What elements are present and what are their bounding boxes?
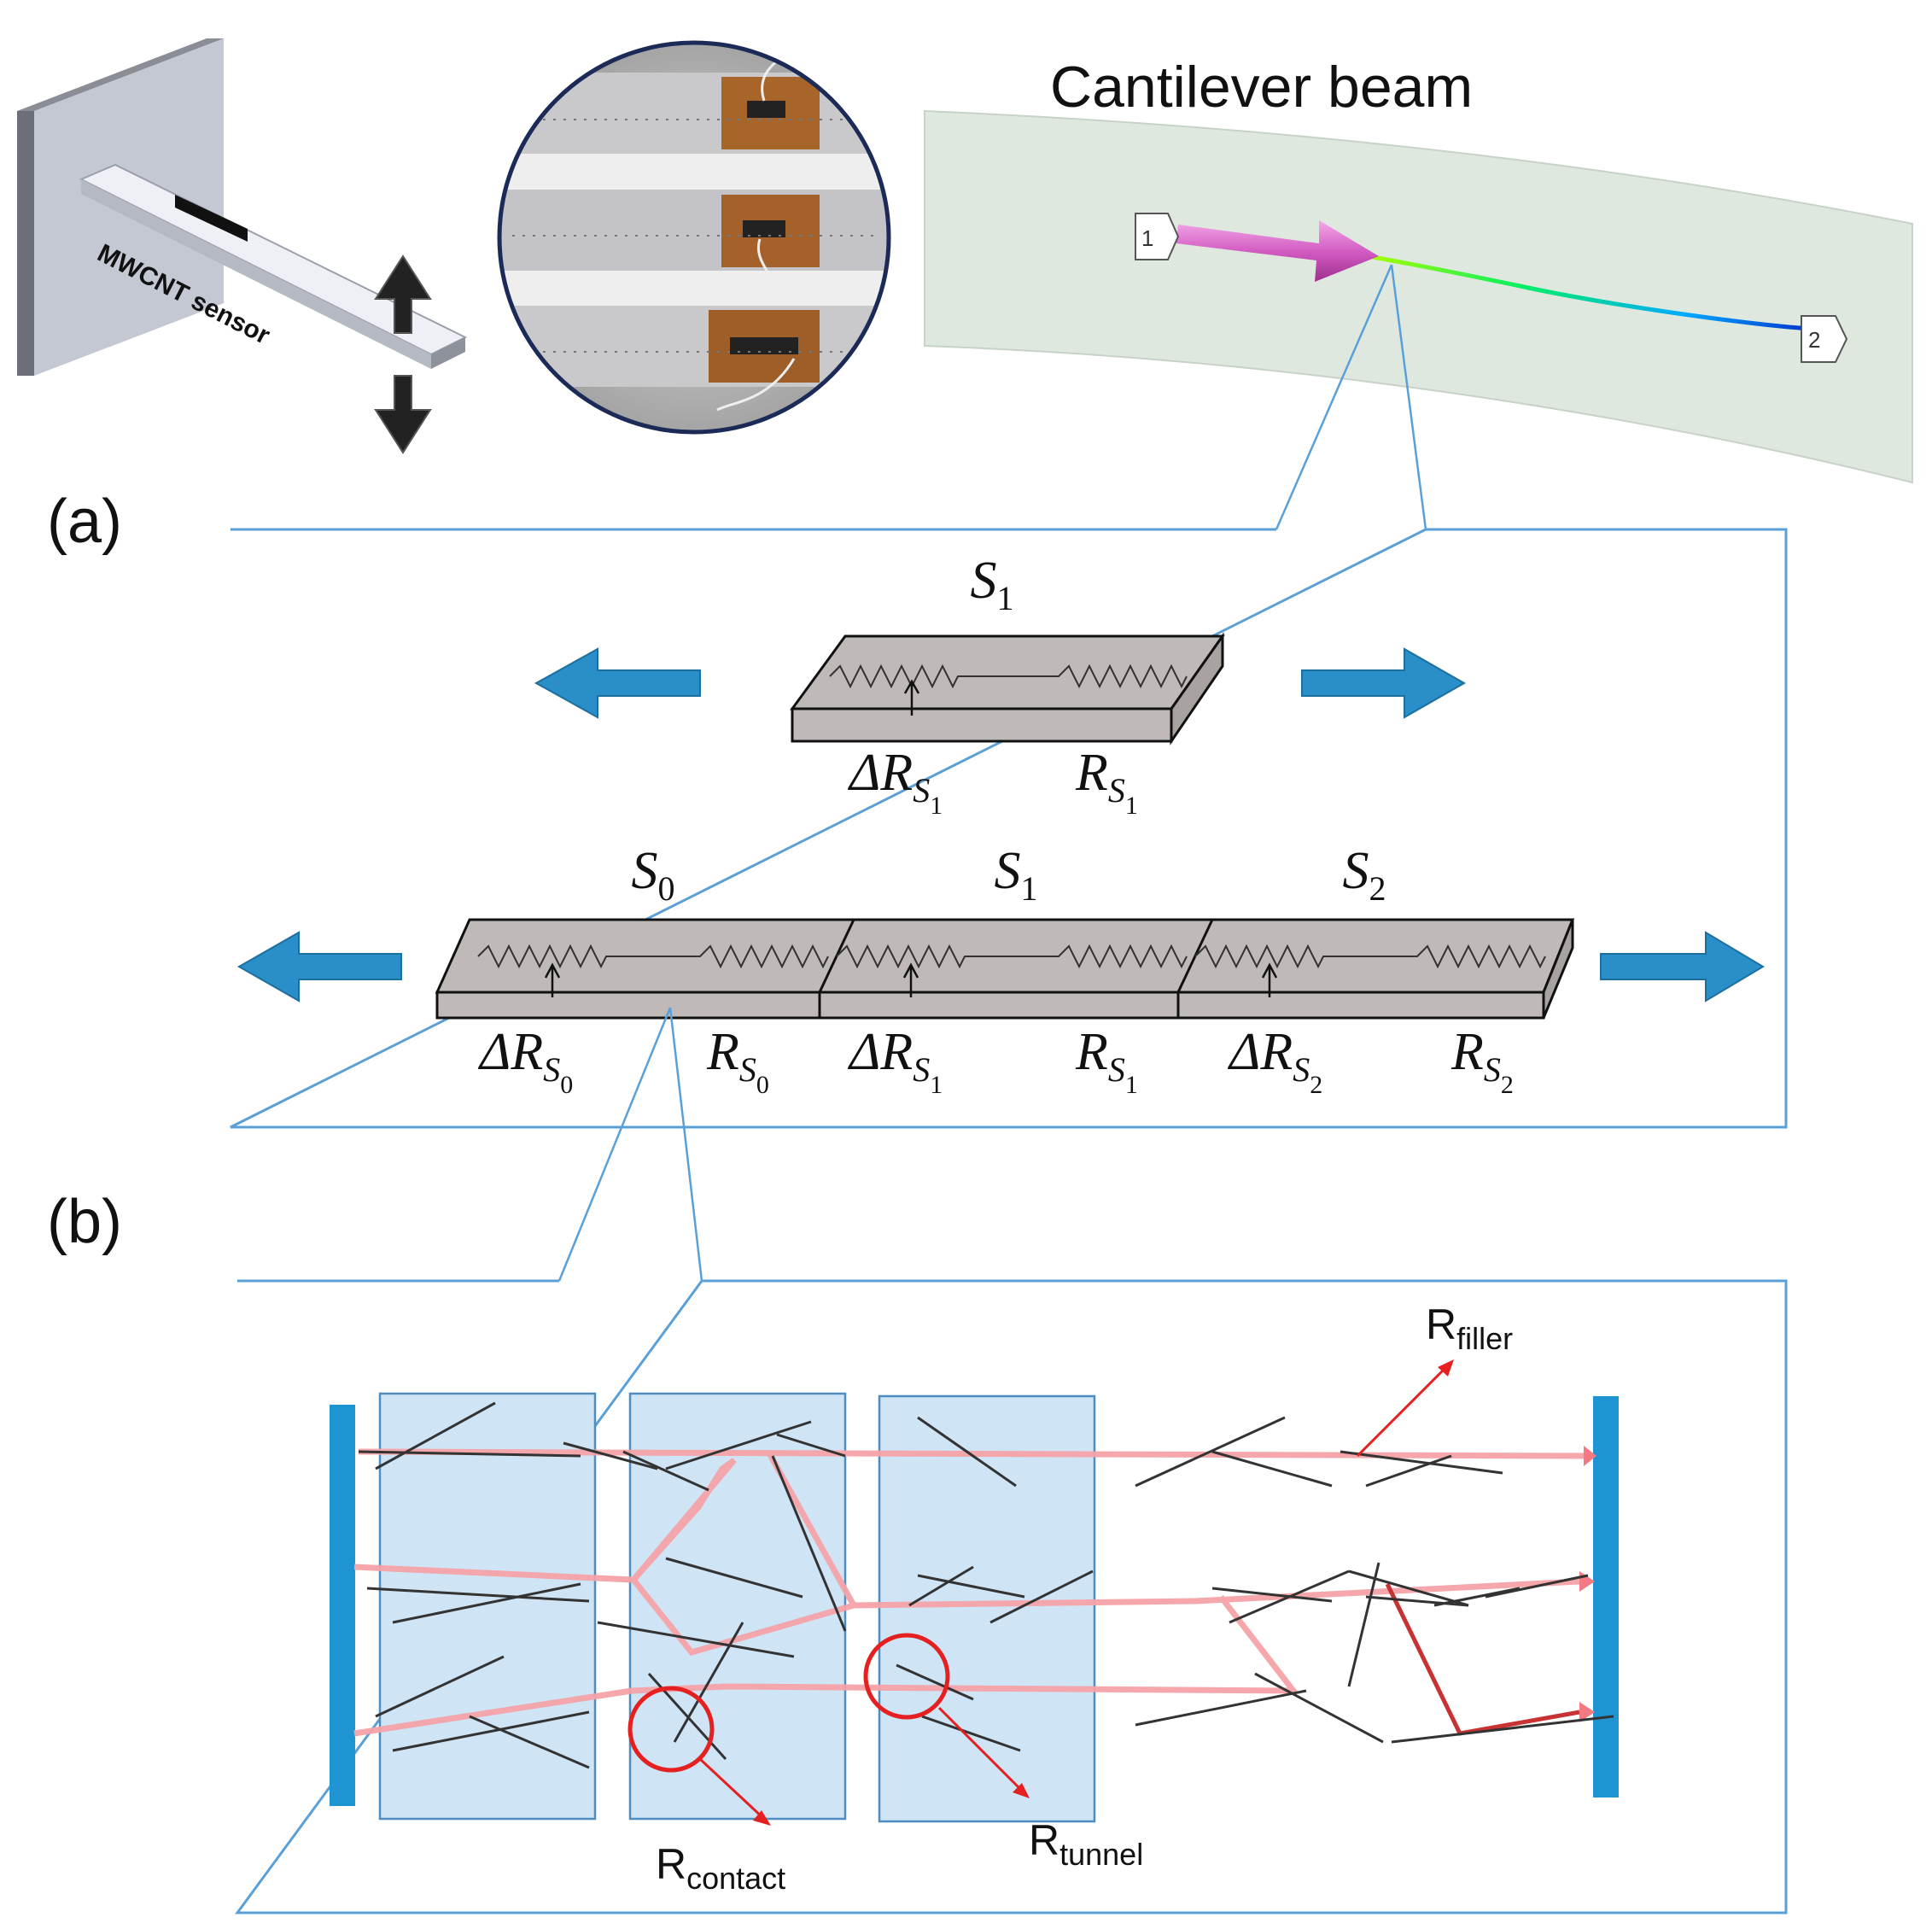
path-middle-arrowhead [1579, 1571, 1595, 1592]
sensor-chip-3 [730, 337, 798, 354]
single-r-label: RS1 [1075, 744, 1138, 820]
r-filler-label: Rfiller [1426, 1301, 1513, 1356]
beam-title: Cantilever beam [1050, 55, 1473, 120]
node-label-1: 1 [1141, 225, 1153, 251]
panel-b-label: (b) [47, 1188, 122, 1256]
delta-r-label-s1: ΔRS1 [847, 1023, 943, 1099]
contact-pointer-head [753, 1810, 771, 1826]
r-label-s2: RS2 [1450, 1023, 1514, 1099]
right-arrow-icon-2 [1600, 931, 1765, 1002]
zoom-lines-b [557, 1007, 703, 1282]
block-front [791, 707, 1173, 743]
long-block-front [435, 991, 1545, 1020]
zoom-lines-a [1275, 264, 1427, 530]
node-marker-2 [1801, 315, 1848, 363]
r-label-s1: RS1 [1075, 1023, 1138, 1099]
ruler-strip-3 [499, 306, 888, 387]
left-arrow-icon-2 [236, 931, 402, 1002]
beam-surface [924, 109, 1913, 484]
window-1 [378, 1392, 597, 1821]
sensor-chip-1 [747, 101, 785, 118]
force-arrow-icon [1176, 220, 1379, 282]
path-middle [353, 1458, 1580, 1657]
cantilever-sketch: MWCNT sensor [17, 38, 468, 454]
single-segment-name: S1 [971, 552, 1014, 617]
path-bottom-arrowhead [1579, 1702, 1595, 1722]
tunnel-circle [863, 1633, 950, 1720]
path-dark-segment [1385, 1582, 1580, 1736]
left-arrow-icon-1 [534, 647, 701, 719]
three-segment-block [435, 918, 1575, 1020]
r-label-s0: RS0 [706, 1023, 769, 1099]
segment-name-s1: S1 [995, 842, 1038, 908]
resistor-chain-s0 [477, 944, 829, 969]
wall-top [17, 38, 224, 111]
beam-end [431, 337, 465, 369]
arrow-up-icon [374, 254, 432, 334]
delta-r-label-s2: ΔRS2 [1227, 1023, 1322, 1099]
wall-side [17, 111, 34, 376]
ruler-strip-2 [499, 190, 888, 271]
segment-dividers [818, 919, 1214, 1018]
filler-pointer [1356, 1365, 1449, 1458]
segment-name-s0: S0 [632, 842, 675, 908]
sensor-strip [175, 195, 248, 242]
wiper-arrow-icon-s0 [544, 962, 561, 997]
node-marker-1 [1135, 213, 1180, 260]
wiper-arrow-icon-s1 [902, 962, 919, 997]
right-arrow-icon-1 [1301, 647, 1467, 719]
window-3 [878, 1394, 1096, 1823]
window-2 [628, 1392, 847, 1821]
left-electrode [330, 1405, 355, 1806]
block-side [1170, 632, 1224, 745]
arrow-down-icon [374, 375, 432, 454]
beam-front [81, 179, 431, 369]
sensor-chip-2 [743, 220, 785, 237]
path-bottom [353, 1594, 1300, 1737]
sensor-photo [497, 40, 891, 435]
ruler-strip-1 [499, 73, 888, 154]
segment-name-s2: S2 [1343, 842, 1386, 908]
single-segment-block [790, 632, 1225, 745]
photo-frame [497, 40, 891, 435]
panel-a-label: (a) [47, 488, 122, 556]
beam-simulation: Cantilever beam 1 2 [924, 55, 1913, 484]
wiper-arrow-icon-s2 [1261, 962, 1278, 997]
contact-pointer [698, 1757, 766, 1821]
gap-1 [499, 154, 888, 190]
tunnel-pointer-head [1013, 1783, 1030, 1798]
node-label-2: 2 [1808, 327, 1820, 353]
gap-2 [499, 271, 888, 306]
contact-circle [627, 1686, 715, 1773]
panel-a-frame [230, 528, 1788, 1129]
filler-pointer-head [1438, 1359, 1454, 1377]
tunnel-pointer [937, 1706, 1024, 1793]
path-top-arrowhead [1584, 1446, 1596, 1466]
wiper-arrow-icon [903, 679, 920, 716]
r-tunnel-label: Rtunnel [1029, 1816, 1143, 1872]
long-block-side [1542, 919, 1574, 1019]
delta-r-label-s0: ΔRS0 [477, 1023, 573, 1099]
right-electrode [1593, 1396, 1619, 1797]
single-delta-r-label: ΔRS1 [847, 744, 943, 820]
cnt-fillers [358, 1401, 1614, 1769]
r-contact-label: Rcontact [656, 1840, 785, 1896]
resistor-chain [829, 663, 1188, 689]
